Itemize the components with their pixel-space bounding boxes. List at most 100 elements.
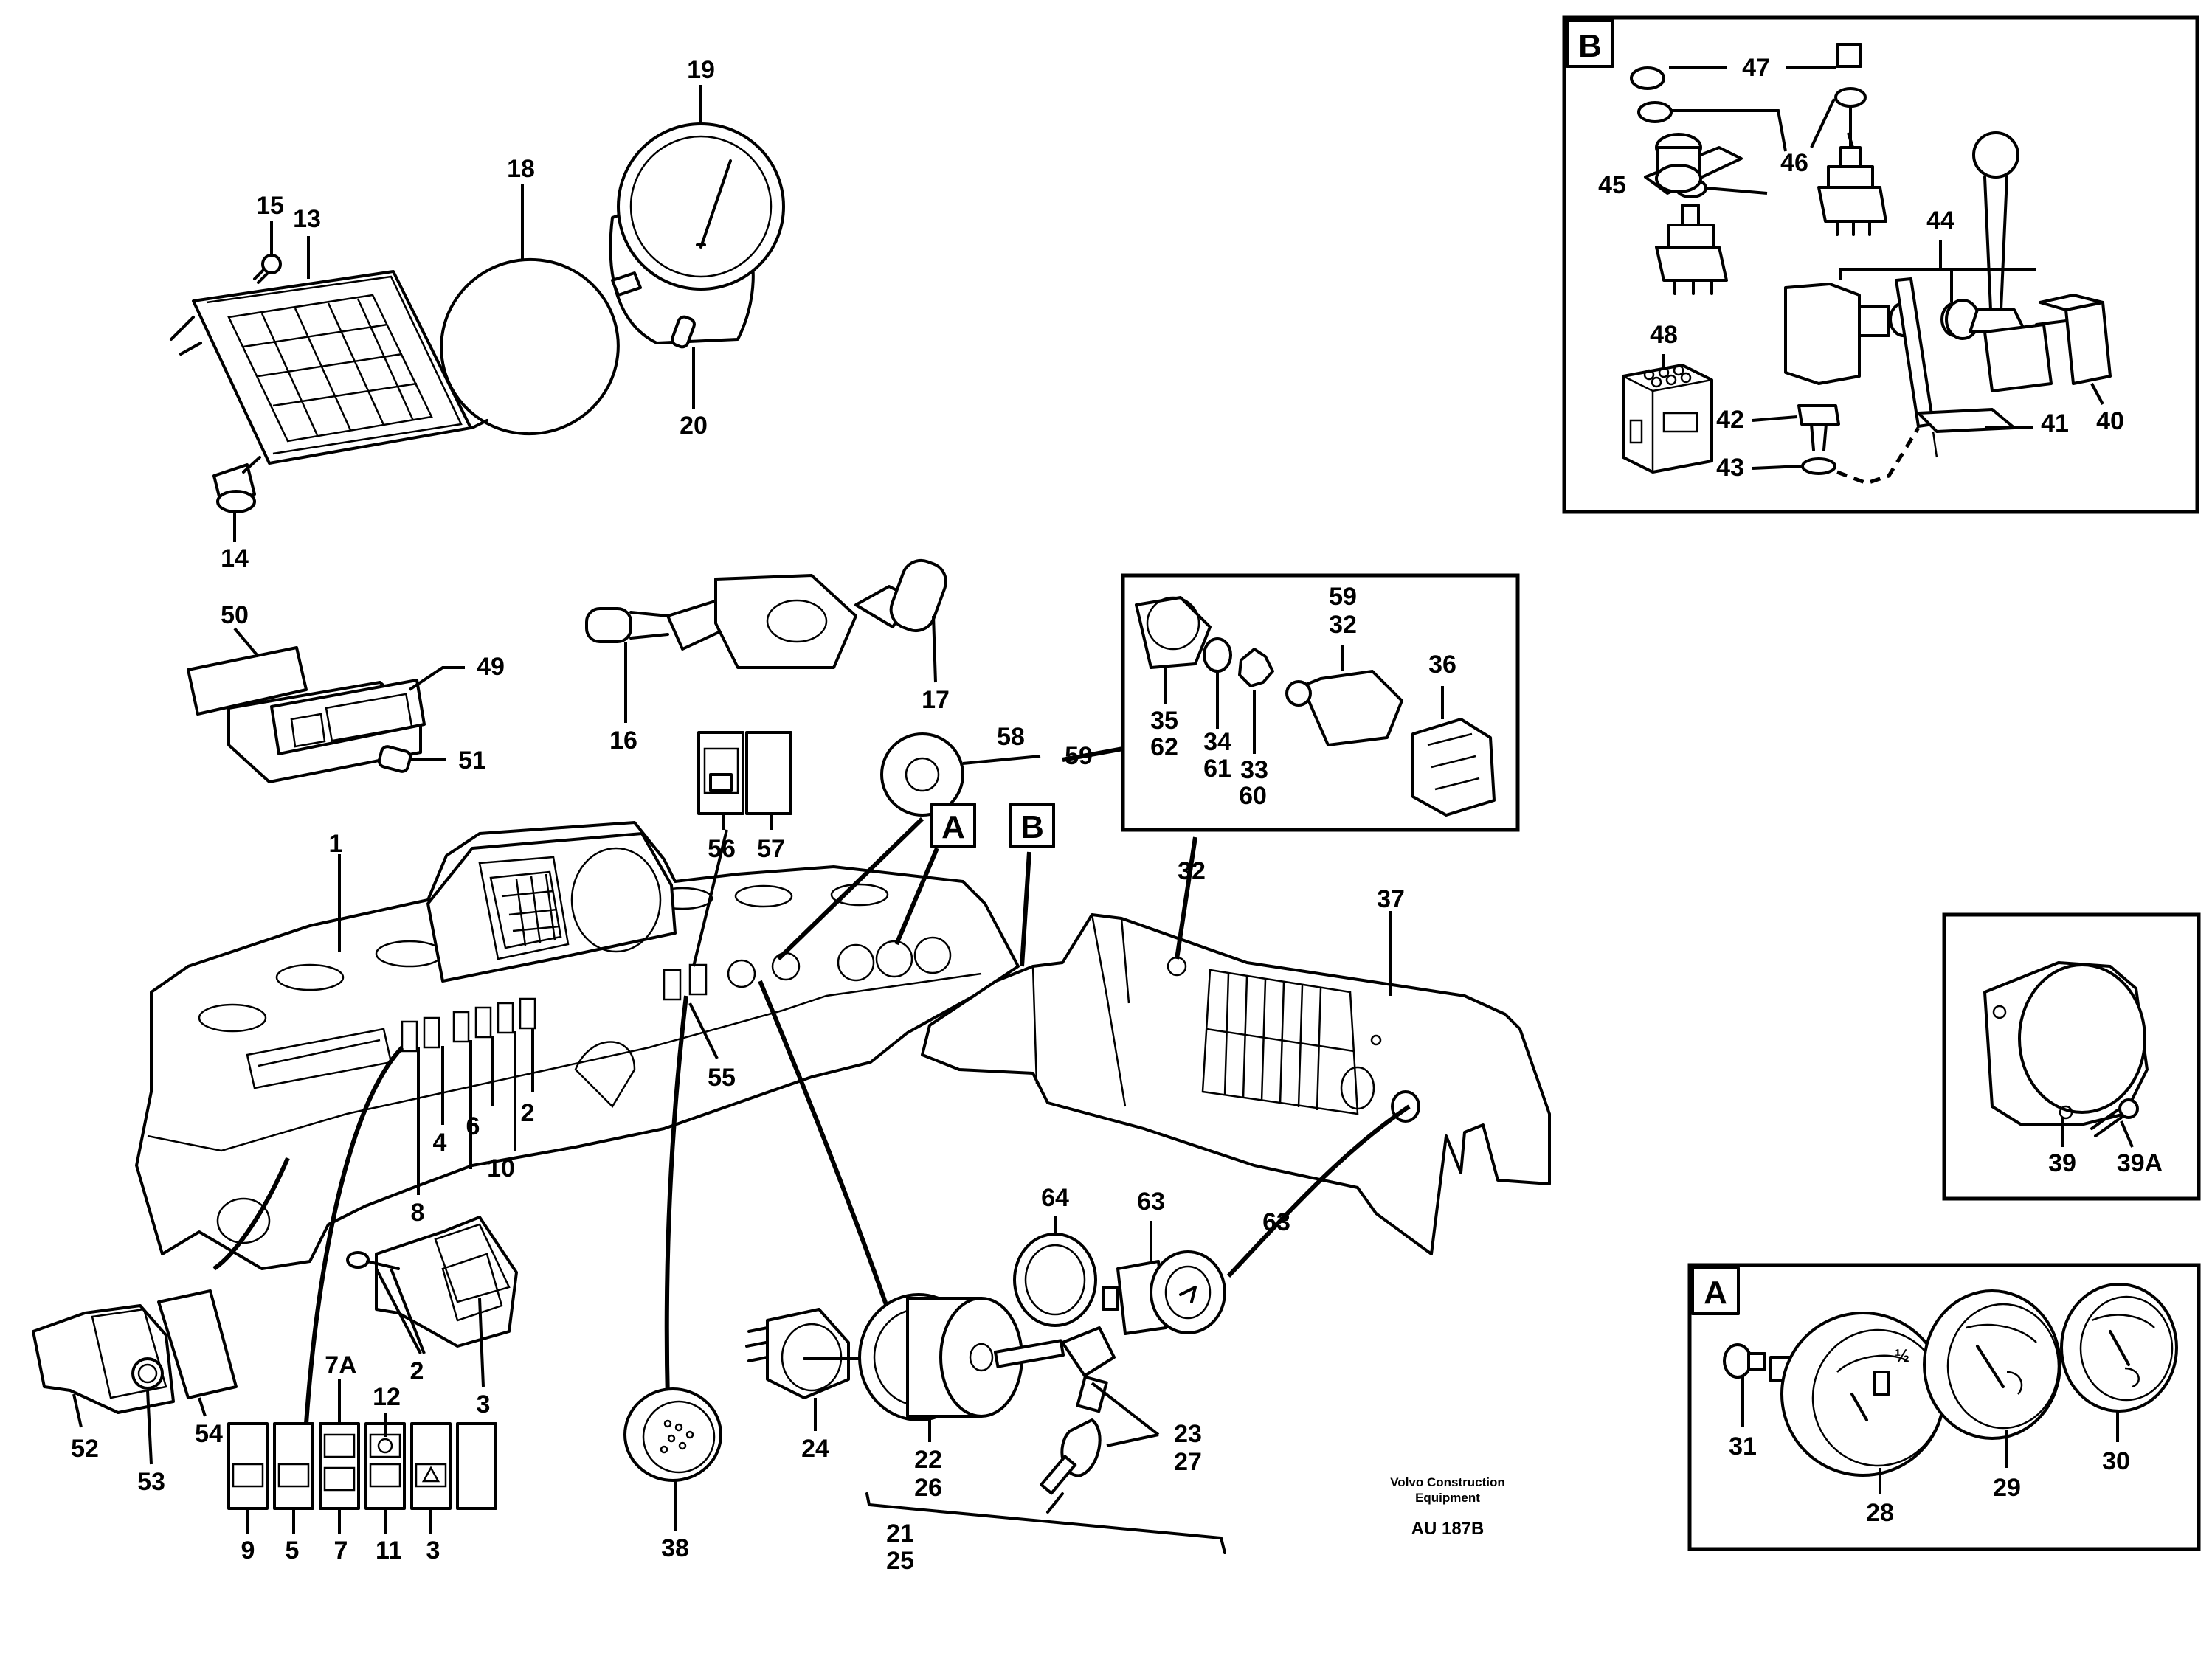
- label-16: 16: [609, 727, 637, 755]
- detail-tag-a-main: A: [930, 803, 976, 848]
- label-6: 6: [466, 1112, 480, 1140]
- label-47: 47: [1742, 54, 1770, 82]
- warning-panel-13: [170, 236, 472, 465]
- label-1: 1: [329, 830, 343, 858]
- label-5: 5: [286, 1537, 300, 1565]
- label-36: 36: [1428, 651, 1456, 679]
- callout-labels: 1 2 2 3 3 4 5 6 7 7A 8 9 10 11 12 13 14 …: [71, 54, 2163, 1575]
- label-30: 30: [2102, 1447, 2130, 1475]
- label-54: 54: [195, 1420, 223, 1448]
- gauge-lens-18: [440, 184, 620, 436]
- label-2b: 2: [410, 1357, 424, 1385]
- label-57: 57: [757, 835, 785, 863]
- label-45: 45: [1598, 171, 1626, 199]
- svg-text:B: B: [1020, 809, 1044, 845]
- control-unit-49: [187, 627, 465, 783]
- label-7: 7: [334, 1537, 348, 1565]
- bulb-20: [671, 315, 696, 409]
- combination-switch: [585, 558, 947, 723]
- label-55: 55: [708, 1064, 736, 1092]
- warning-panel-grid: [227, 294, 433, 443]
- group-bracket-21: [865, 1492, 1226, 1554]
- label-23: 23: [1174, 1420, 1202, 1448]
- drawing-footer: Volvo Construction Equipment AU 187B: [1390, 1475, 1505, 1539]
- drawing-code: AU 187B: [1411, 1519, 1485, 1539]
- label-40: 40: [2096, 407, 2124, 435]
- side-panel-switch-grid: [1201, 969, 1359, 1115]
- bolt-42: [1752, 404, 1921, 485]
- label-15: 15: [256, 192, 284, 220]
- joystick-lever: [1969, 131, 2067, 392]
- detail-tag-b-main: B: [1009, 803, 1055, 848]
- label-63b: 63: [1262, 1208, 1290, 1236]
- switch-strip: [227, 1379, 497, 1534]
- label-20: 20: [680, 412, 708, 440]
- label-35: 35: [1150, 707, 1178, 735]
- label-39: 39: [2048, 1149, 2076, 1177]
- label-37: 37: [1377, 885, 1405, 913]
- label-24: 24: [801, 1435, 829, 1463]
- label-44: 44: [1926, 207, 1954, 235]
- label-19: 19: [687, 56, 715, 84]
- label-39a: 39A: [2117, 1149, 2163, 1177]
- label-61: 61: [1203, 755, 1231, 783]
- label-56: 56: [708, 835, 736, 863]
- screw-15: [253, 221, 282, 284]
- bracket-41: [1895, 277, 2033, 458]
- label-17: 17: [922, 686, 950, 714]
- label-62: 62: [1150, 733, 1178, 761]
- pressure-gauge-30: [2060, 1283, 2178, 1442]
- label-52: 52: [71, 1435, 99, 1463]
- label-63: 63: [1137, 1188, 1165, 1216]
- knob-cap-47: [1630, 43, 1862, 90]
- label-2: 2: [521, 1099, 535, 1127]
- label-42: 42: [1716, 406, 1744, 434]
- ring-58: [880, 732, 1041, 817]
- label-18: 18: [507, 155, 535, 183]
- lock-cylinder-22: [858, 1293, 1023, 1442]
- cigar-lighter-63: [1102, 1221, 1226, 1335]
- label-9: 9: [241, 1537, 255, 1565]
- svg-text:A: A: [1704, 1275, 1727, 1311]
- label-51: 51: [458, 746, 486, 775]
- svg-text:A: A: [941, 809, 965, 845]
- label-64: 64: [1041, 1184, 1069, 1212]
- label-10: 10: [487, 1154, 515, 1182]
- svg-text:½: ½: [1895, 1346, 1909, 1366]
- label-46: 46: [1780, 149, 1808, 177]
- label-11: 11: [376, 1537, 402, 1565]
- label-53: 53: [137, 1468, 165, 1496]
- detail-frame-a: A ½: [1687, 1263, 2201, 1551]
- label-59b: 59: [1065, 742, 1093, 770]
- label-28: 28: [1866, 1499, 1894, 1527]
- label-34: 34: [1203, 728, 1231, 756]
- label-29: 29: [1993, 1474, 2021, 1502]
- label-50: 50: [221, 601, 249, 629]
- label-27: 27: [1174, 1448, 1202, 1476]
- toggle-switch-46: [1817, 106, 1887, 236]
- cover-40: [2039, 294, 2112, 405]
- gauge-19: [609, 85, 785, 344]
- label-26: 26: [914, 1474, 942, 1502]
- company-line-1: Volvo Construction: [1390, 1475, 1505, 1489]
- company-line-2: Equipment: [1415, 1491, 1480, 1505]
- label-7a: 7A: [325, 1351, 356, 1379]
- switch-56: [697, 731, 792, 830]
- label-48: 48: [1650, 321, 1678, 349]
- dashboard-1: [135, 821, 1020, 1270]
- label-60: 60: [1239, 782, 1267, 810]
- label-22: 22: [914, 1446, 942, 1474]
- dashboard-leaders: [212, 817, 1411, 1424]
- detail-frame-39: [1942, 912, 2201, 1201]
- label-43: 43: [1716, 454, 1744, 482]
- label-25: 25: [886, 1547, 914, 1575]
- keys-23: [993, 1326, 1160, 1514]
- label-3b: 3: [426, 1537, 440, 1565]
- label-49: 49: [477, 653, 505, 681]
- label-32b: 32: [1178, 857, 1206, 885]
- label-33: 33: [1240, 756, 1268, 784]
- detail-frame-b: B: [1562, 15, 2199, 514]
- label-8: 8: [411, 1199, 425, 1227]
- connector-51: [377, 745, 446, 773]
- rocker-switch-3: [346, 1216, 518, 1387]
